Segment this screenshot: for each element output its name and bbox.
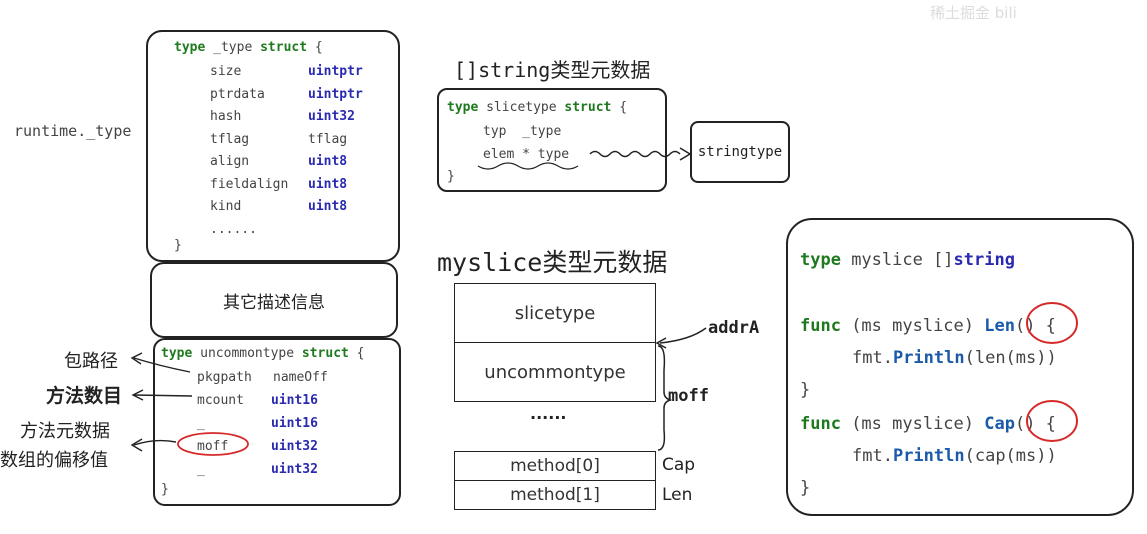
code-line-func-cap: func (ms myslice) Cap() { — [800, 414, 1056, 434]
runtime-type-label: runtime._type — [14, 122, 132, 140]
code-line-close-len: } — [800, 380, 811, 400]
elem-arrow-head — [679, 147, 692, 161]
type-field-type: uintptr — [308, 86, 363, 102]
stringtype-label: stringtype — [697, 144, 783, 160]
method-label-len: Len — [662, 485, 693, 505]
cap-method-name: Cap — [984, 414, 1015, 434]
uncommon-field-type: nameOff — [273, 370, 328, 385]
type-field-type: uint8 — [308, 199, 348, 214]
pkgpath-arrow — [133, 357, 191, 373]
type-field-name: ...... — [210, 221, 257, 237]
slicetype-header: type slicetype struct { — [447, 100, 628, 115]
moff-brace — [657, 345, 673, 451]
moff-arrow-head — [130, 438, 143, 452]
moff-label-1: 方法元数据 — [20, 421, 110, 442]
type-field-type: uintptr — [308, 64, 363, 79]
slicetype-field-typ: typ _type — [483, 124, 562, 139]
moff-arrow — [133, 439, 177, 446]
other-info-label: 其它描述信息 — [223, 292, 325, 313]
addrA-label: addrA — [708, 318, 760, 338]
uncommon-field-name: _ — [197, 416, 205, 431]
uncommon-field-type: uint32 — [271, 439, 318, 454]
layout-ellipsis: ...... — [530, 404, 567, 423]
myslice-code-box: type myslice []string func (ms myslice) … — [786, 218, 1134, 516]
addrA-arrow-head — [655, 337, 667, 349]
mcount-arrow-head — [131, 389, 144, 401]
mcount-arrow — [133, 394, 193, 397]
type-field-name: ptrdata — [210, 86, 265, 102]
moff-brace-label: moff — [668, 386, 709, 406]
elem-to-stringtype-arrow — [589, 150, 681, 158]
layout-cell-slicetype: slicetype — [454, 283, 656, 343]
type-field-name: kind — [210, 199, 242, 214]
uncommon-struct-header: type uncommontype struct { — [161, 346, 365, 361]
type-struct-header: type _type struct { — [174, 40, 323, 55]
type-field-name: size — [210, 64, 242, 79]
uncommon-field-name: mcount — [197, 393, 244, 408]
slicetype-close: } — [447, 169, 455, 184]
type-field-name: align — [210, 154, 250, 169]
uncommon-field-name: moff — [197, 439, 229, 454]
pkgpath-arrow-head — [130, 352, 143, 365]
code-line-body-len: fmt.Println(len(ms)) — [852, 348, 1057, 368]
slicetype-struct-box: type slicetype struct { typ _type elem *… — [437, 88, 667, 192]
uncommon-field-name: pkgpath — [197, 370, 252, 385]
method-cell-1: method[1] — [454, 480, 656, 510]
moff-highlight-circle — [177, 432, 249, 456]
type-field-name: tflag — [210, 131, 250, 147]
uncommon-struct-close: } — [161, 482, 169, 497]
uncommon-field-type: uint16 — [271, 393, 318, 408]
other-info-box: 其它描述信息 — [150, 262, 398, 338]
elem-underline-squiggle — [477, 162, 579, 170]
slicetype-field-elem: elem * type — [483, 147, 570, 162]
code-line-close-cap: } — [800, 478, 811, 498]
type-field-name: fieldalign — [210, 176, 289, 192]
type-field-name: hash — [210, 109, 242, 124]
slicetype-title: []string类型元数据 — [454, 58, 651, 82]
type-field-type: uint8 — [308, 176, 348, 192]
type-struct-close: } — [174, 238, 182, 253]
cap-highlight-circle — [1026, 400, 1078, 442]
type-field-type: uint8 — [308, 154, 348, 169]
method-label-cap: Cap — [662, 455, 696, 475]
uncommon-field-type: uint16 — [271, 416, 318, 431]
code-line-body-cap: fmt.Println(cap(ms)) — [852, 446, 1057, 466]
type-struct-box: type _type struct { size uintptr ptrdata ui… — [146, 30, 400, 262]
uncommon-struct-box: type uncommontype struct { pkgpath nameOf… — [153, 338, 401, 506]
code-line-type: type myslice []string — [800, 250, 1015, 270]
mcount-label: 方法数目 — [46, 385, 123, 407]
layout-cell-uncommontype: uncommontype — [454, 342, 656, 402]
type-field-type: uint32 — [308, 109, 355, 124]
uncommon-field-name: _ — [197, 462, 205, 477]
stringtype-box: stringtype — [690, 121, 790, 183]
addrA-arrow — [659, 327, 707, 344]
moff-label-2: 数组的偏移值 — [0, 450, 108, 471]
uncommon-field-type: uint32 — [271, 462, 318, 477]
pkgpath-label: 包路径 — [64, 351, 118, 372]
myslice-title: myslice类型元数据 — [437, 248, 668, 277]
code-line-func-len: func (ms myslice) Len() { — [800, 316, 1056, 336]
method-cell-0: method[0] — [454, 451, 656, 481]
len-method-name: Len — [984, 316, 1015, 336]
len-highlight-circle — [1026, 302, 1078, 344]
type-field-type: tflag — [308, 131, 348, 147]
watermark: 稀土掘金 bili — [930, 4, 1017, 22]
